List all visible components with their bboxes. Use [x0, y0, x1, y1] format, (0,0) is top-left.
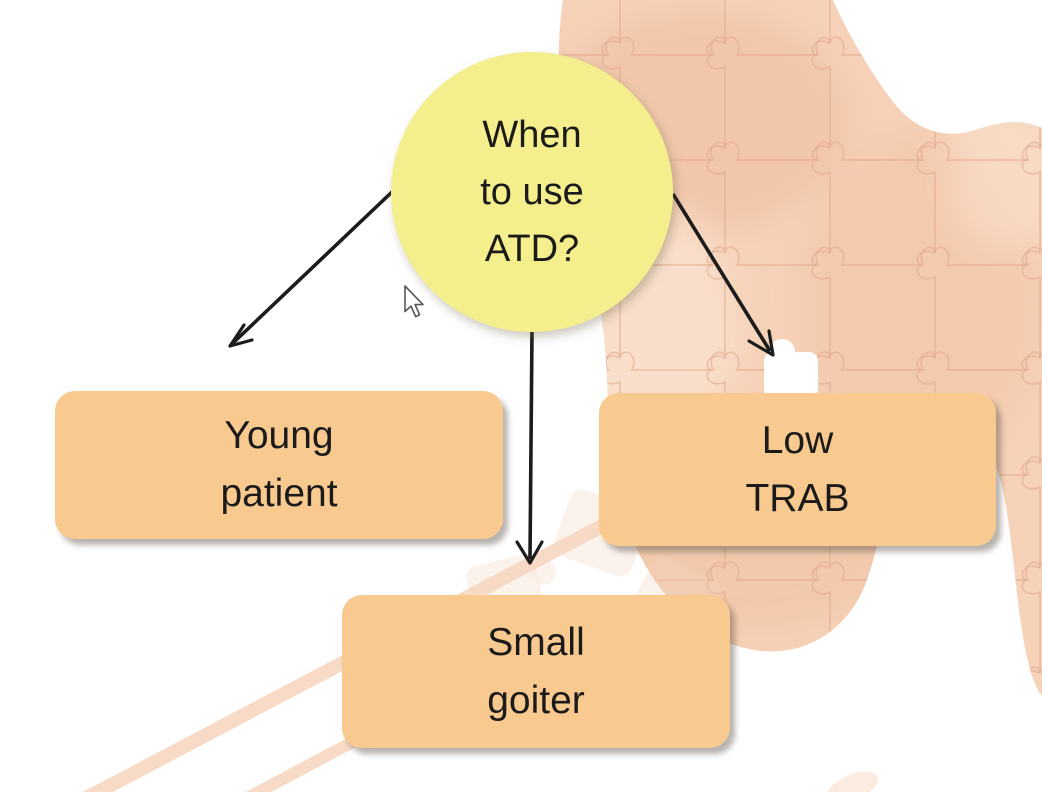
branch-label-line: Small: [487, 620, 585, 664]
arrow-to-low-trab: [671, 193, 775, 357]
node-small-goiter: Small goiter: [342, 595, 730, 748]
arrow-to-young-patient: [228, 189, 395, 348]
decision-node-line: to use: [480, 170, 584, 213]
branch-label-line: patient: [220, 472, 338, 515]
node-young-patient: Young patient: [55, 391, 503, 539]
branch-label-line: goiter: [487, 678, 585, 722]
decision-node-circle: When to use ATD?: [391, 52, 673, 332]
branch-label-line: Low: [761, 418, 834, 462]
arrow-to-small-goiter: [515, 330, 544, 565]
decision-node-line: When: [482, 113, 582, 156]
branch-label-line: Young: [224, 414, 334, 457]
branch-label-line: TRAB: [745, 476, 850, 520]
missing-piece-hole: [764, 339, 818, 398]
decision-node-line: ATD?: [484, 227, 580, 270]
node-low-trab: Low TRAB: [599, 393, 996, 546]
